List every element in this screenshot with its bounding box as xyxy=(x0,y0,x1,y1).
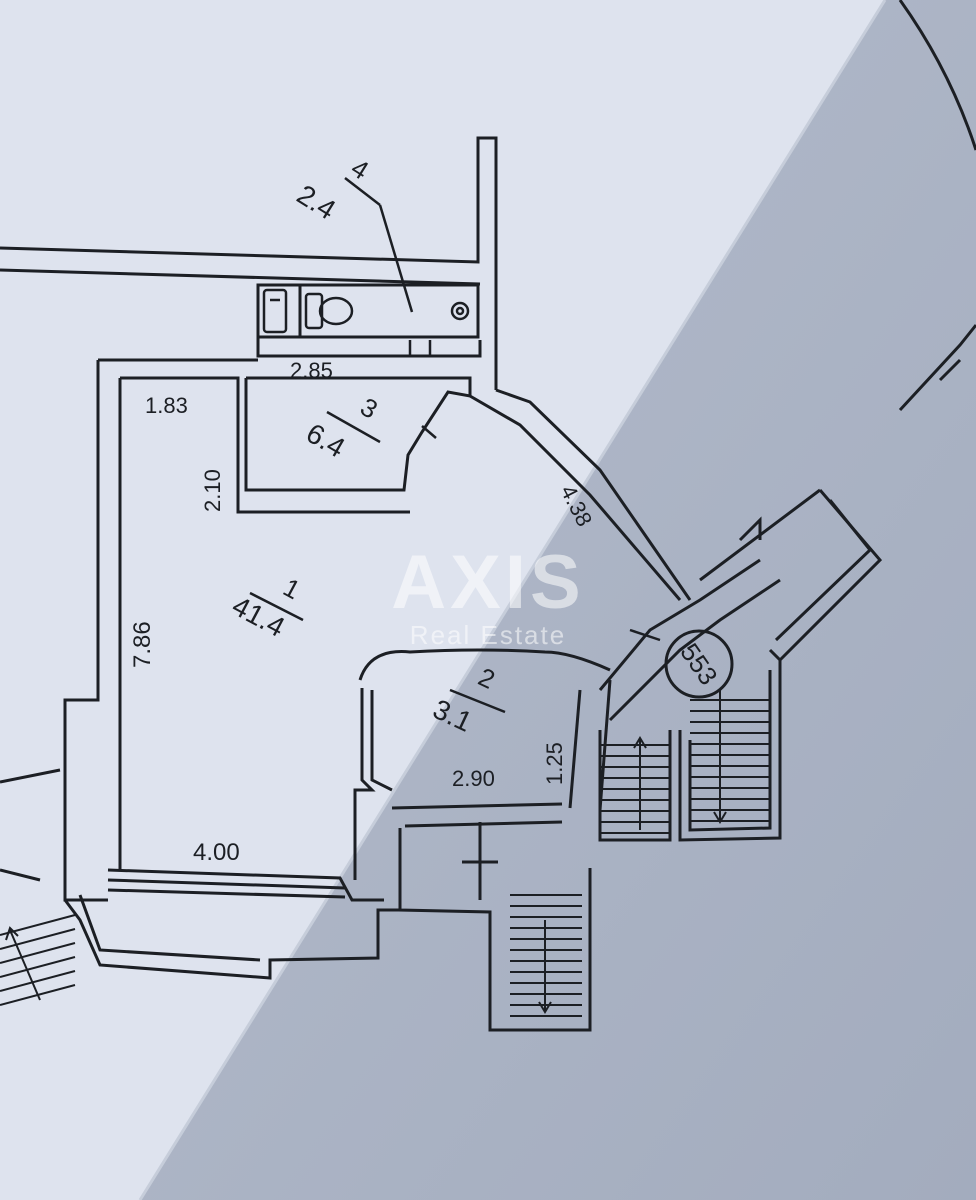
stair-arrows xyxy=(5,690,727,1014)
stair-tread xyxy=(0,970,76,992)
toilet-tank-icon xyxy=(304,292,324,330)
room1-fraction-bar xyxy=(249,591,304,622)
washbasin-icon xyxy=(450,301,470,321)
dim-room3-width: 2.85 xyxy=(290,358,333,383)
label-leaders xyxy=(249,177,506,714)
watermark-tagline: Real Estate xyxy=(410,620,566,650)
paper-shadow xyxy=(140,0,976,1200)
arc-line xyxy=(898,0,976,151)
bathroom-fixtures xyxy=(262,288,470,334)
room2-fraction-bar xyxy=(449,688,506,714)
door-markers xyxy=(408,340,661,642)
dim-room1-step: 2.10 xyxy=(200,469,225,512)
watermark-brand: AXIS xyxy=(391,540,584,625)
dim-room2-depth: 1.25 xyxy=(542,742,567,785)
room3-fraction-bar xyxy=(326,410,381,444)
walls xyxy=(0,136,976,1032)
room4-leader xyxy=(344,177,381,206)
dim-room1-width: 4.00 xyxy=(193,839,240,866)
dim-room1-length: 7.86 xyxy=(129,621,156,668)
paper-fold-edge xyxy=(138,0,887,1200)
dim-room1-width-top: 1.83 xyxy=(145,393,188,418)
sink-icon xyxy=(262,288,288,334)
watermark: AXIS Real Estate xyxy=(391,540,584,650)
stair-tread xyxy=(0,928,76,950)
dim-room2-width: 2.90 xyxy=(452,766,495,791)
stair-treads xyxy=(0,699,770,1017)
stair-tread xyxy=(0,942,76,964)
stair-tread xyxy=(0,956,76,978)
toilet-bowl-icon xyxy=(318,296,354,326)
